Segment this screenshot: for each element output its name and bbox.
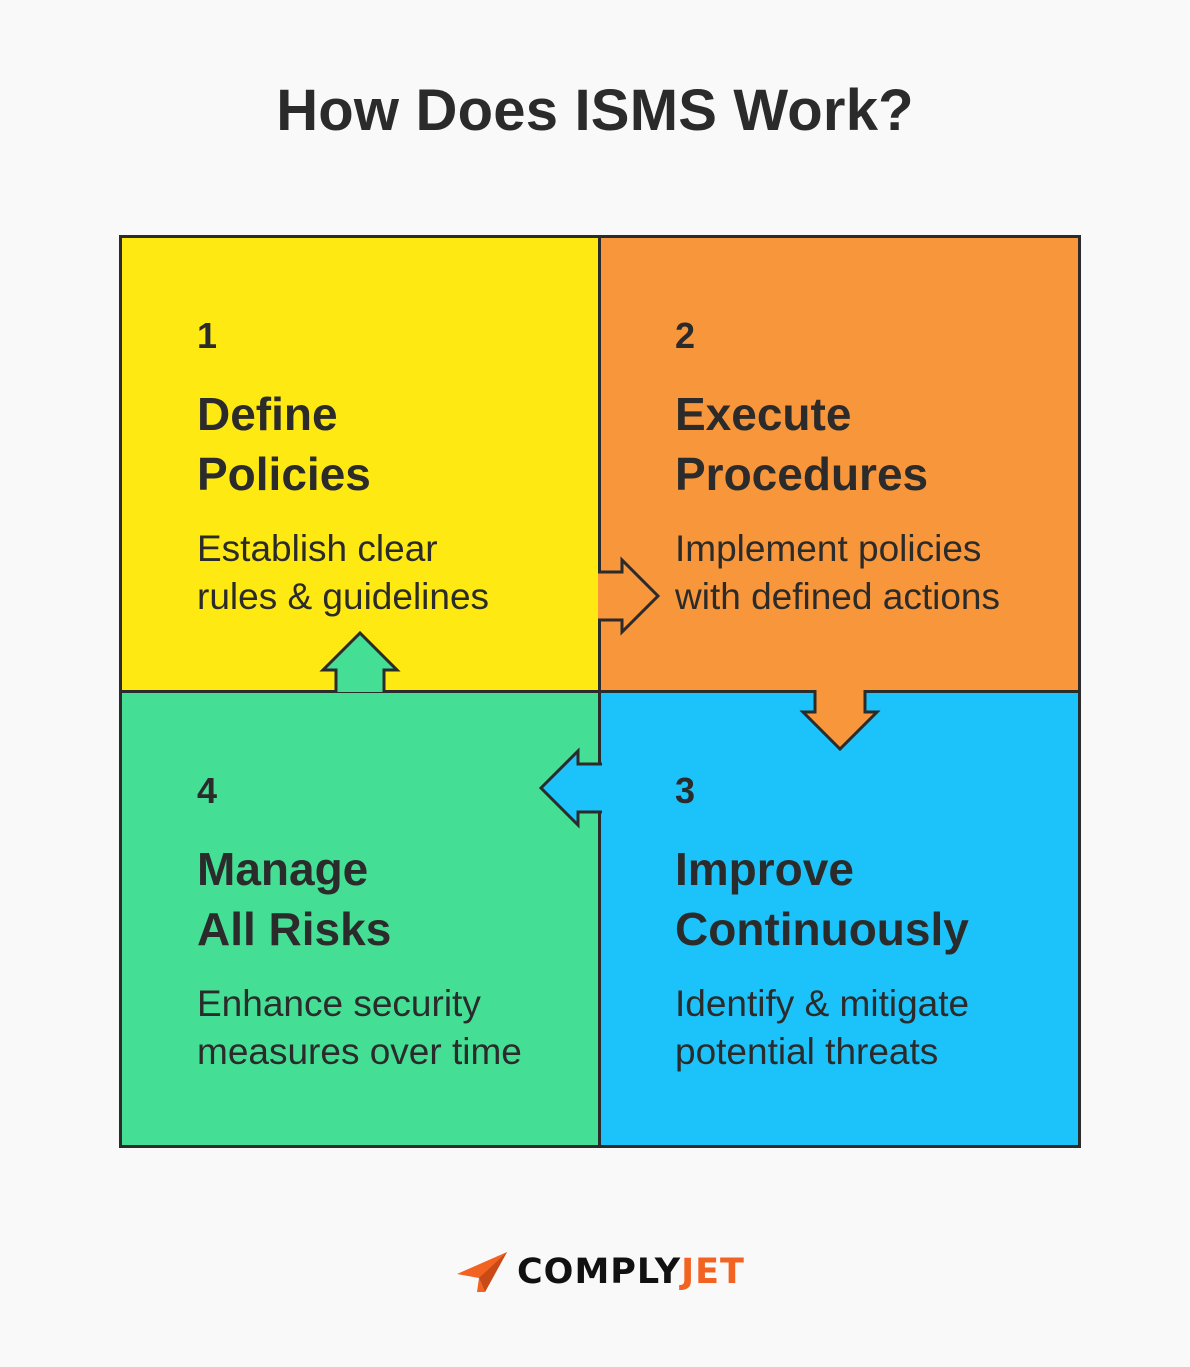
step-description: Implement policies with defined actions — [675, 525, 1075, 621]
quadrant-manage-risks: 4 Manage All Risks Enhance security meas… — [119, 690, 601, 1148]
step-description-line2: rules & guidelines — [197, 576, 490, 617]
step-number: 1 — [197, 315, 218, 356]
step-description-line1: Implement policies — [675, 528, 982, 569]
logo-wordmark-comply: COMPLY — [517, 1252, 682, 1292]
step-heading: Execute Procedures — [675, 384, 1075, 504]
step-heading: Manage All Risks — [197, 839, 597, 959]
step-description-line2: potential threats — [675, 1031, 939, 1072]
step-description: Identify & mitigate potential threats — [675, 980, 1075, 1076]
step-description-line1: Enhance security — [197, 983, 481, 1024]
step-heading-line2: All Risks — [197, 903, 392, 955]
logo-wordmark: COMPLYJET — [517, 1252, 745, 1292]
step-heading-line2: Procedures — [675, 448, 929, 500]
quadrant-improve-continuously: 3 Improve Continuously Identify & mitiga… — [598, 690, 1081, 1148]
isms-cycle-grid: 1 Define Policies Establish clear rules … — [119, 235, 1081, 1148]
logo-wordmark-jet: JET — [681, 1252, 745, 1292]
paper-plane-icon — [457, 1252, 507, 1292]
quadrant-define-policies: 1 Define Policies Establish clear rules … — [119, 235, 601, 693]
page-title: How Does ISMS Work? — [276, 78, 914, 143]
step-heading-line1: Manage — [197, 843, 369, 895]
step-description-line1: Identify & mitigate — [675, 983, 970, 1024]
step-description: Enhance security measures over time — [197, 980, 597, 1076]
step-number: 3 — [675, 770, 696, 811]
step-heading: Improve Continuously — [675, 839, 1075, 959]
step-heading-line1: Define — [197, 388, 338, 440]
step-heading-line1: Improve — [675, 843, 854, 895]
step-description: Establish clear rules & guidelines — [197, 525, 597, 621]
step-description-line2: with defined actions — [675, 576, 1000, 617]
step-heading: Define Policies — [197, 384, 597, 504]
step-heading-line1: Execute — [675, 388, 852, 440]
quadrant-execute-procedures: 2 Execute Procedures Implement policies … — [598, 235, 1081, 693]
step-heading-line2: Continuously — [675, 903, 969, 955]
step-number: 2 — [675, 315, 696, 356]
complyjet-logo: COMPLYJET — [455, 1248, 755, 1298]
step-description-line2: measures over time — [197, 1031, 522, 1072]
step-heading-line2: Policies — [197, 448, 371, 500]
step-number: 4 — [197, 770, 218, 811]
step-description-line1: Establish clear — [197, 528, 438, 569]
